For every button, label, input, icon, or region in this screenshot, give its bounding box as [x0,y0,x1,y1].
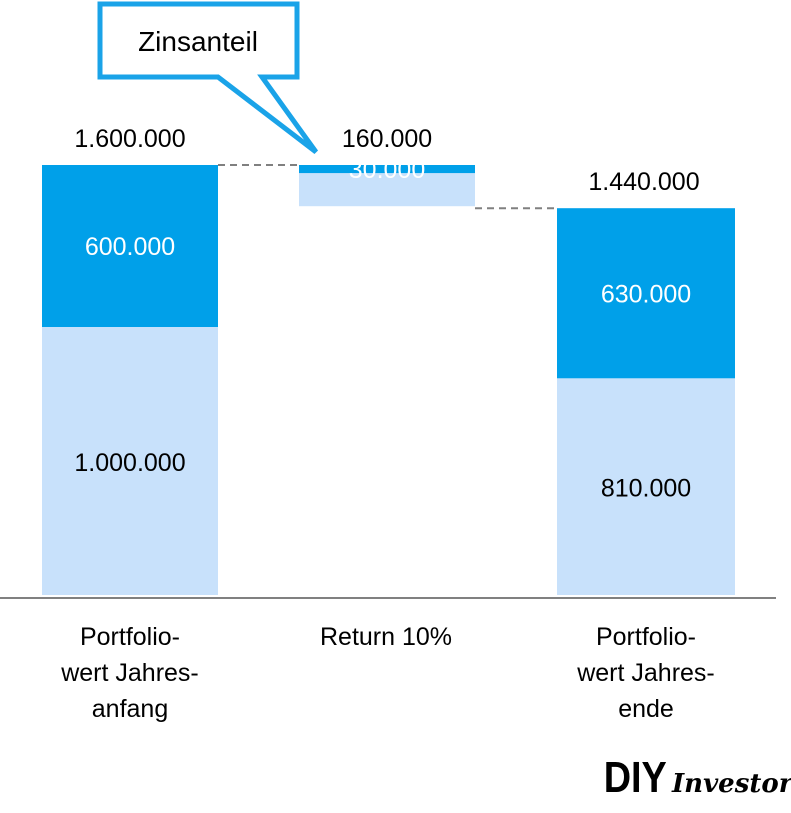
segment-value-label: 30.000 [349,156,425,184]
segment-value-label: 1.000.000 [74,449,185,477]
bar-3-segment-2 [557,208,735,379]
bar-total-label: 1.600.000 [74,125,185,153]
bar-3-segment-1 [557,378,735,595]
svg-text:Investor: Investor [671,769,791,799]
bar-total-label: 160.000 [342,125,432,153]
segment-value-label: 600.000 [85,233,175,261]
bars-layer [42,165,735,595]
callout-text: Zinsanteil [138,26,258,57]
callout-bubble [97,1,319,154]
category-label: Return 10% [320,623,452,651]
category-label: Portfolio- [80,623,180,651]
bar-1-segment-1 [42,327,218,595]
svg-text:DIY: DIY [604,752,667,801]
labels-layer: 1.000.000 600.000 1.600.000 30.000 160.000 81… [74,125,699,503]
bar-total-label: 1.440.000 [588,168,699,196]
connectors-layer [218,164,557,210]
callout: Zinsanteil [97,1,319,154]
bar-2-segment-2 [299,165,475,174]
category-label: wert Jahres- [60,659,199,687]
category-label: ende [618,695,674,723]
segment-value-label: 630.000 [601,280,691,308]
bar-1-segment-2 [42,165,218,327]
segment-value-label: 810.000 [601,475,691,503]
category-label: Portfolio- [596,623,696,651]
bar-2-segment-1 [299,173,475,207]
category-labels: Portfolio-wert Jahres-anfang Return 10% Po… [60,623,715,723]
diy-investor-logo: DIY Investor [604,752,791,801]
category-label: wert Jahres- [576,659,715,687]
category-label: anfang [92,695,168,723]
